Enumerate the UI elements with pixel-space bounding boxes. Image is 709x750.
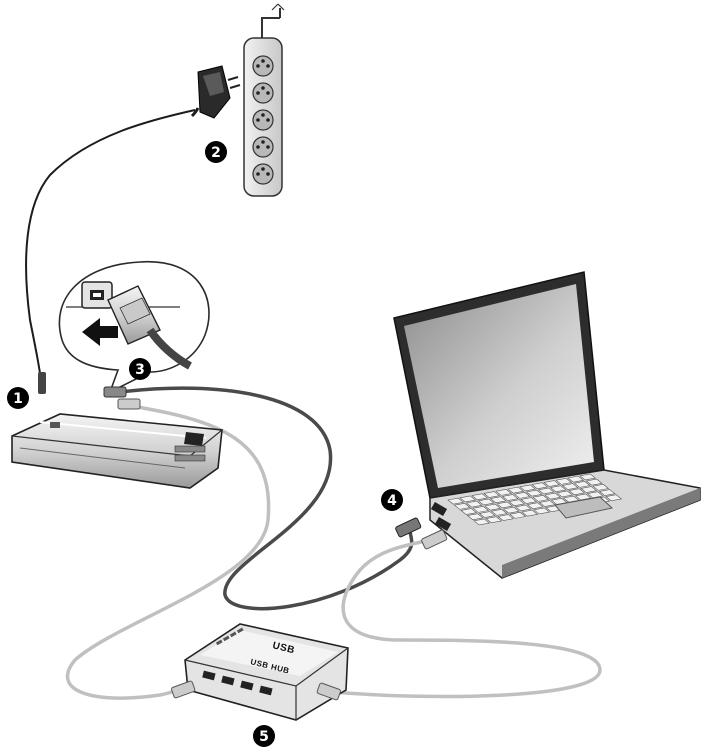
keyboard-key: [471, 493, 489, 501]
keyboard-key: [459, 495, 477, 503]
keyboard-key: [525, 489, 543, 497]
keyboard-key: [573, 481, 591, 488]
keyboard-key: [561, 483, 579, 490]
keyboard-key: [497, 514, 515, 521]
step-badge-label: 1: [13, 391, 23, 407]
usb-hub: USB USB HUB: [171, 623, 349, 721]
keyboard-key: [507, 486, 525, 494]
keyboard-key: [580, 486, 598, 493]
step-badge-label: 3: [135, 362, 145, 378]
keyboard-key: [490, 509, 508, 516]
keyboard-key: [473, 518, 491, 526]
keyboard-key: [555, 478, 573, 485]
keyboard-key: [513, 492, 531, 499]
step-badge-4: 4: [381, 489, 403, 511]
keyboard-key: [514, 504, 532, 512]
keyboard-key: [543, 480, 561, 487]
keyboard-key: [532, 495, 550, 502]
keyboard-key: [549, 485, 567, 493]
step-badge-label: 4: [387, 493, 397, 509]
keyboard-key: [592, 484, 610, 491]
keyboard-key: [465, 500, 483, 508]
power-outlet: [252, 55, 274, 77]
keyboard-key: [478, 511, 496, 518]
usb-plug-hub-out: [316, 682, 341, 701]
usb-b-port: [81, 281, 113, 309]
keyboard-key: [579, 473, 597, 481]
laptop: [393, 271, 701, 579]
keyboard-key: [495, 489, 513, 496]
keyboard-key: [605, 494, 623, 502]
power-strip: [243, 3, 285, 197]
keyboard-key: [447, 497, 465, 505]
power-outlet: [252, 82, 274, 104]
keyboard-key: [556, 490, 574, 498]
hub-leds: [215, 627, 244, 646]
keyboard-key: [502, 506, 520, 514]
keyboard-key: [484, 503, 502, 511]
step-badge-circle: [205, 141, 227, 163]
keyboard-key: [519, 484, 537, 492]
laptop-usb-port: [430, 502, 452, 531]
power-outlet: [252, 109, 274, 131]
hub-logo-text: USB: [271, 640, 296, 656]
laptop-touchpad: [554, 496, 614, 519]
step-badge-circle: [381, 489, 403, 511]
usb-plug-scanner-dark: [103, 386, 127, 398]
keyboard-key: [460, 508, 478, 515]
usb-cable-direct: [119, 386, 414, 611]
step-badge-circle: [253, 725, 275, 747]
keyboard-key: [483, 491, 501, 498]
keyboard-key: [598, 489, 616, 496]
keyboard-key: [466, 513, 484, 521]
power-cable: [25, 109, 196, 394]
keyboard-key: [526, 502, 544, 510]
step-badge-label: 2: [211, 145, 221, 161]
scanner: [11, 386, 223, 489]
usb-plug-scanner-light: [117, 398, 141, 410]
power-outlet: [252, 136, 274, 158]
keyboard-key: [521, 509, 539, 517]
keyboard-key: [531, 482, 549, 490]
keyboard-key: [567, 475, 585, 483]
keyboard-key: [501, 494, 519, 501]
keyboard-key: [568, 488, 586, 496]
laptop-screen: [404, 284, 594, 488]
power-adapter: [190, 65, 241, 119]
usb-plug-laptop-light: [421, 529, 448, 550]
usb-b-connector: [107, 285, 192, 370]
step-badge-5: 5: [253, 725, 275, 747]
usb-plug-laptop-dark: [395, 517, 422, 538]
insert-arrow-icon: [82, 318, 118, 346]
keyboard-key: [585, 478, 603, 486]
keyboard-key: [509, 512, 527, 519]
step-badge-2: 2: [205, 141, 227, 163]
step-badge-3: 3: [129, 358, 151, 380]
step-badge-1: 1: [7, 387, 29, 409]
keyboard-key: [496, 501, 514, 509]
scanner-control-panel: [174, 432, 206, 462]
keyboard-key: [453, 503, 471, 510]
keyboard-key: [485, 516, 503, 524]
keyboard-key: [489, 496, 507, 504]
keyboard-key: [574, 493, 592, 501]
keyboard-key: [544, 492, 562, 500]
hub-ports: [202, 670, 273, 696]
connector-zoom-callout: [58, 261, 210, 394]
step-badge-circle: [7, 387, 29, 409]
power-outlet: [252, 163, 274, 185]
keyboard-key: [520, 497, 538, 504]
keyboard-key: [508, 499, 526, 507]
usb-cable-hub: [65, 403, 602, 700]
step-badge-label: 5: [259, 729, 269, 745]
keyboard-key: [537, 487, 555, 495]
keyboard-key: [586, 491, 604, 499]
keyboard-key: [472, 506, 490, 513]
step-badge-circle: [129, 358, 151, 380]
usb-plug-hub-in: [171, 680, 196, 699]
power-plug-end: [38, 372, 46, 394]
keyboard-key: [533, 507, 551, 515]
keyboard-key: [477, 498, 495, 506]
